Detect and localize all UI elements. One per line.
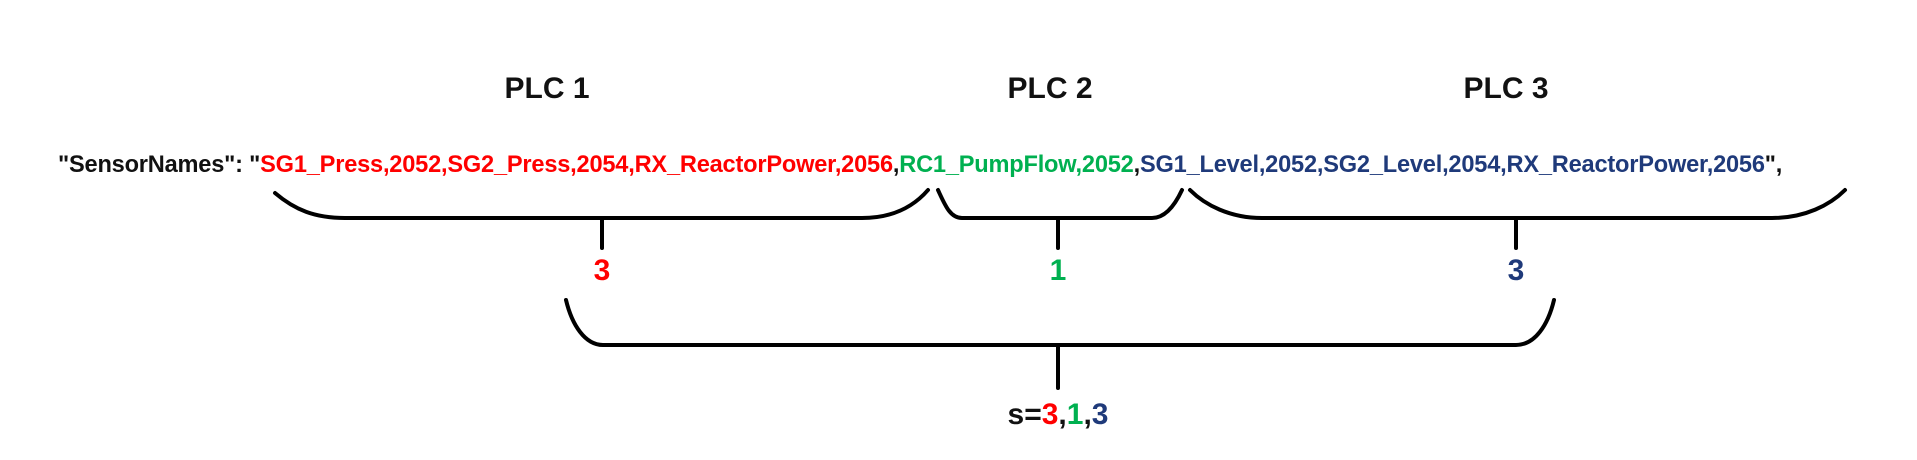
result-comma: , bbox=[1083, 398, 1092, 431]
plc-2-sensors: RC1_PumpFlow,2052 bbox=[899, 152, 1134, 178]
plc-1-header: PLC 1 bbox=[504, 72, 590, 105]
plc-2-brace bbox=[936, 188, 1184, 220]
plc-3-brace bbox=[1188, 188, 1847, 220]
sensor-names-line: "SensorNames": "SG1_Press,2052,SG2_Press… bbox=[58, 152, 1782, 179]
combined-brace bbox=[564, 298, 1556, 347]
separator: , bbox=[892, 152, 900, 178]
plc-3-header: PLC 3 bbox=[1463, 72, 1549, 105]
result-prefix: s= bbox=[1007, 398, 1042, 431]
result-value-1: 3 bbox=[1041, 398, 1059, 431]
plc-2-header: PLC 2 bbox=[1007, 72, 1093, 105]
plc-3-count: 3 bbox=[1507, 254, 1525, 287]
separator: , bbox=[1133, 152, 1141, 178]
result-value-2: 1 bbox=[1066, 398, 1084, 431]
result-comma: , bbox=[1058, 398, 1067, 431]
plc-1-count: 3 bbox=[593, 254, 611, 287]
sensor-names-suffix: ", bbox=[1764, 152, 1783, 178]
result-expression: s=3,1,3 bbox=[1008, 398, 1109, 432]
plc-3-sensors: SG1_Level,2052,SG2_Level,2054,RX_Reactor… bbox=[1139, 152, 1765, 178]
plc-2-count: 1 bbox=[1049, 254, 1067, 287]
plc-1-sensors: SG1_Press,2052,SG2_Press,2054,RX_Reactor… bbox=[260, 152, 893, 178]
sensor-names-prefix: "SensorNames": " bbox=[58, 152, 261, 178]
result-value-3: 3 bbox=[1091, 398, 1109, 431]
plc-1-brace bbox=[273, 188, 930, 220]
